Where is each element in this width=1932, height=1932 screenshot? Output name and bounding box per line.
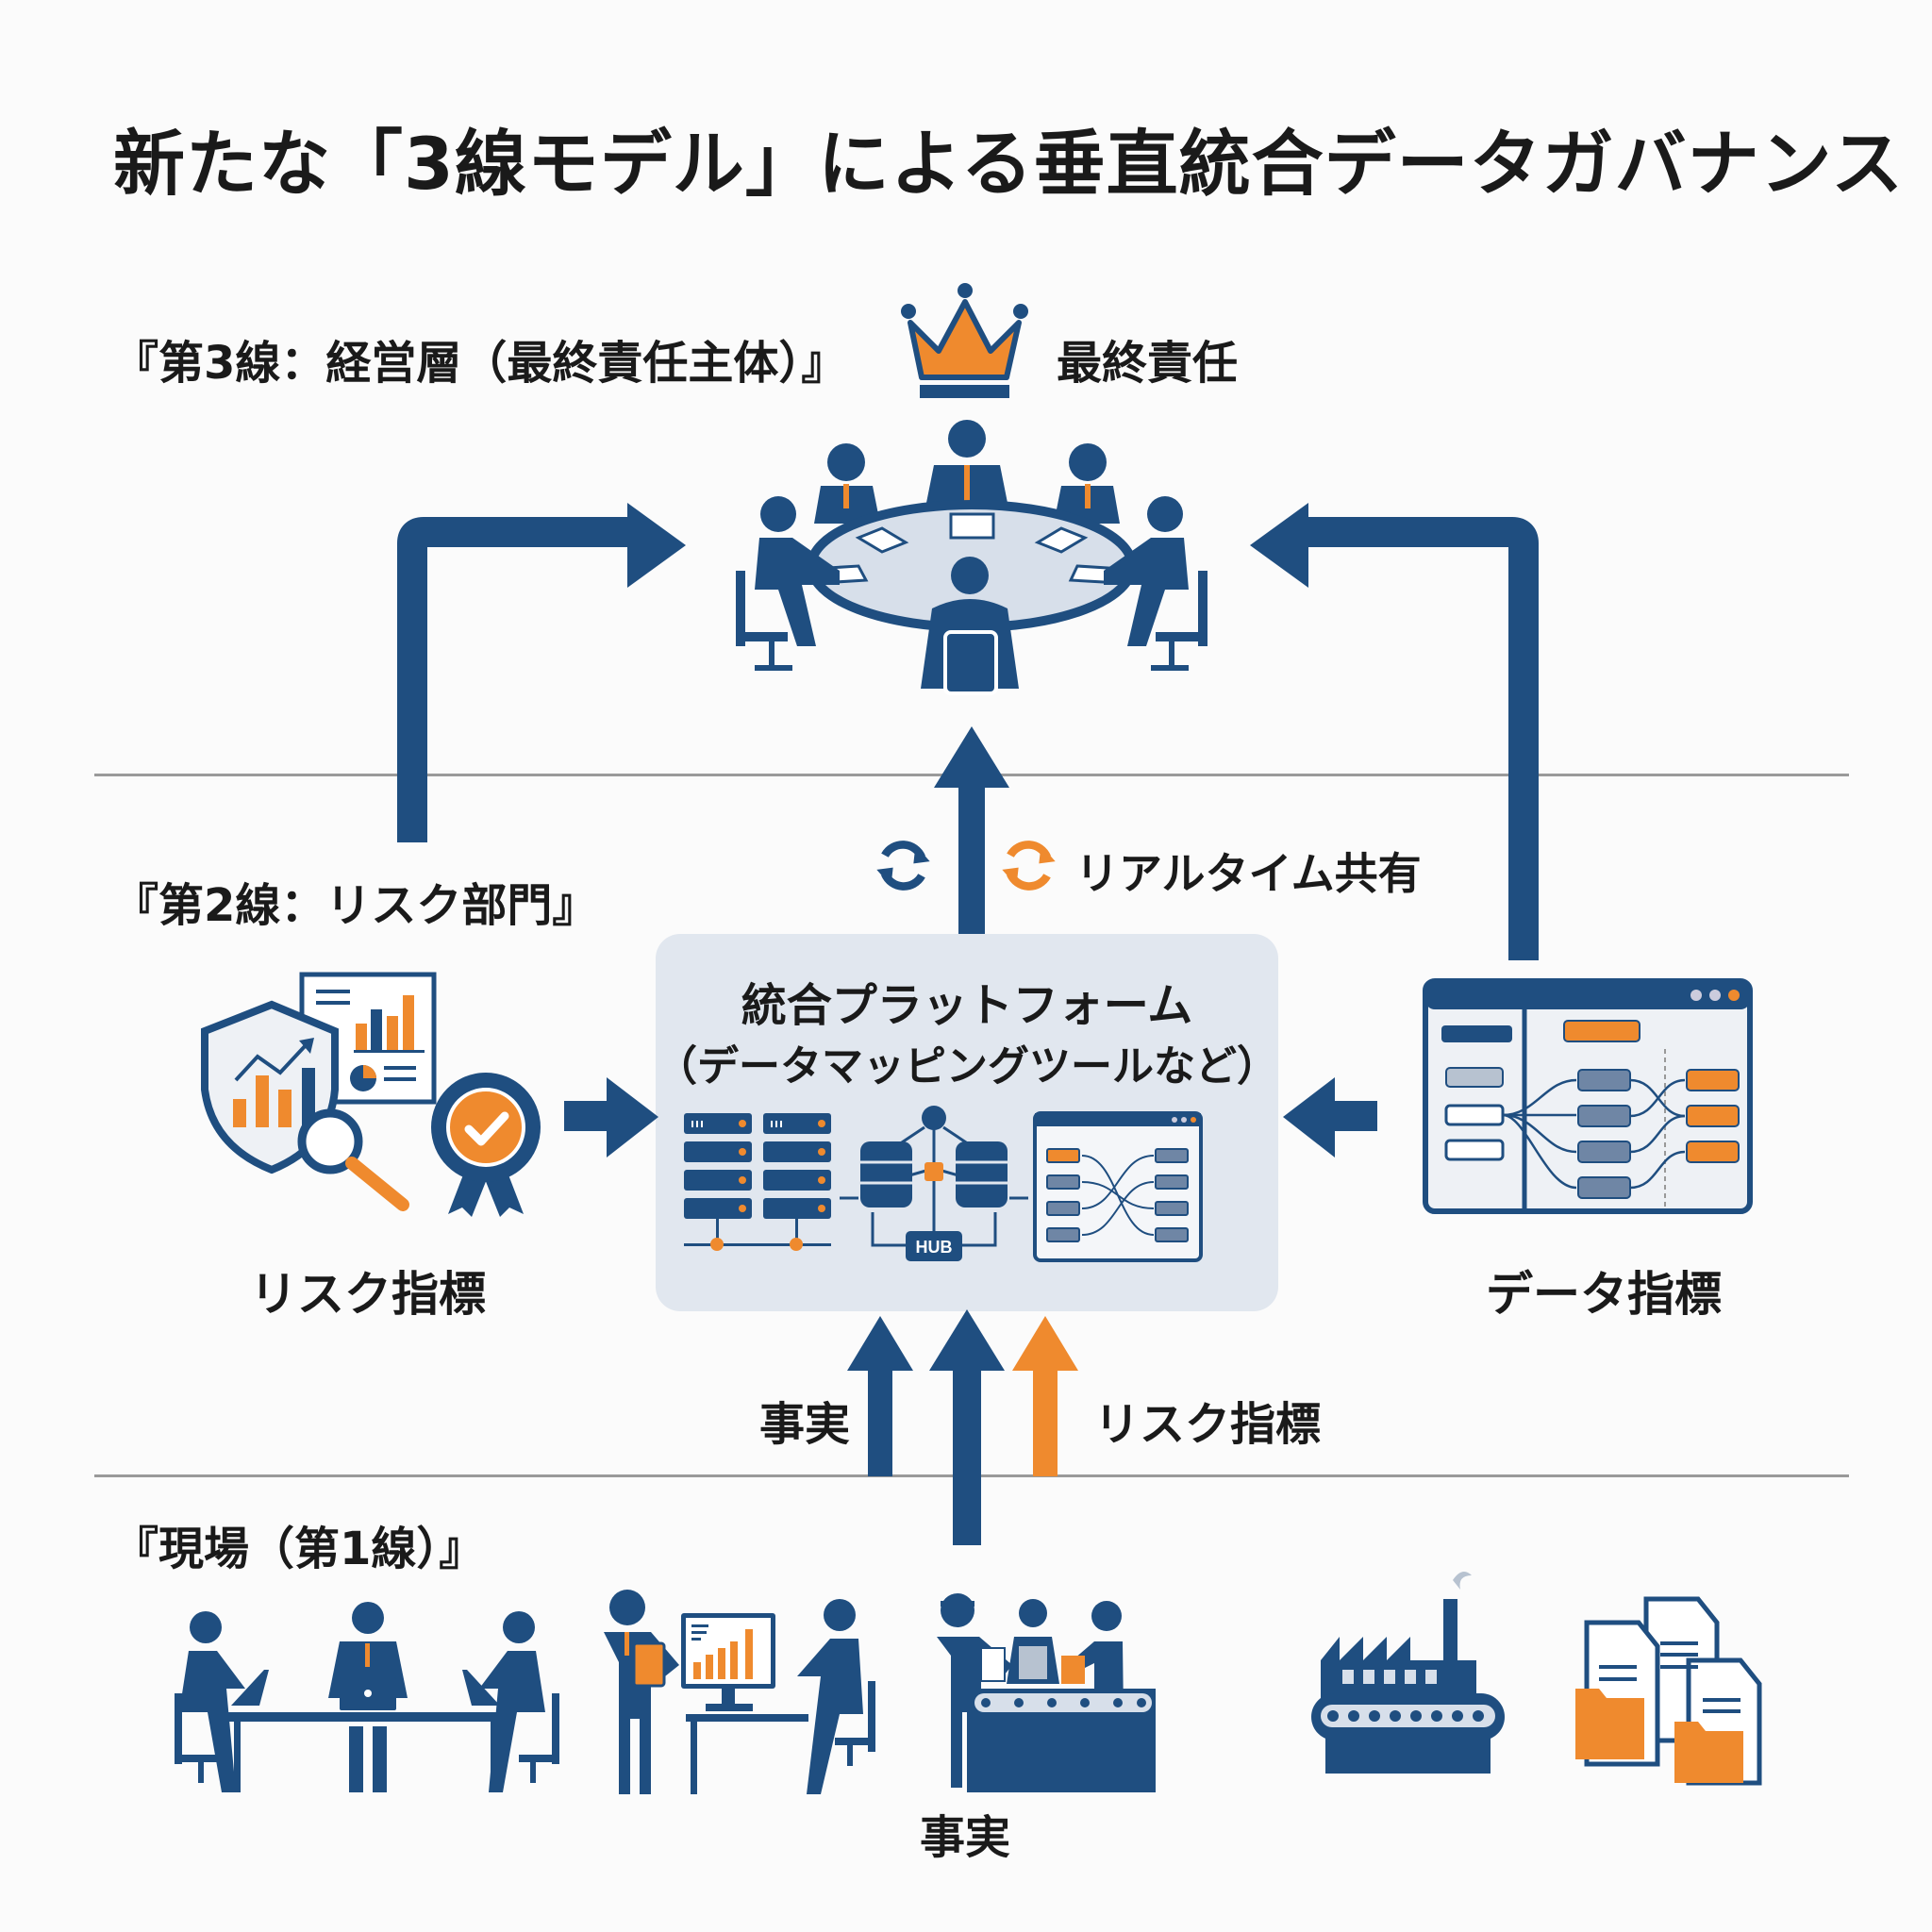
platform-to-exec-arrow — [934, 726, 1009, 934]
risk-to-platform-arrow — [564, 1077, 658, 1158]
office-worker-icon — [604, 1590, 875, 1794]
data-flow-window-icon — [1423, 978, 1753, 1214]
tier1-label: 『現場（第1線）』 — [113, 1523, 485, 1575]
realtime-share-label: リアルタイム共有 — [1075, 848, 1422, 899]
award-check-icon — [431, 1073, 541, 1217]
facts-label: 事実 — [759, 1398, 851, 1451]
data-to-exec-arrow — [1250, 503, 1539, 960]
tier3-label: 『第3線：経営層（最終責任主体）』 — [113, 337, 847, 390]
sync-icon-orange — [1002, 841, 1056, 891]
facts-arrow — [847, 1316, 913, 1476]
executive-meeting-icon — [736, 420, 1208, 695]
risk-to-exec-arrow — [397, 503, 686, 842]
risk-indicator-arrow — [1012, 1316, 1078, 1476]
risk-flow-label: リスク指標 — [1094, 1398, 1322, 1451]
hub-label: HUB — [916, 1238, 953, 1257]
data-to-platform-arrow — [1283, 1077, 1377, 1158]
risk-indicator-label: リスク指標 — [250, 1267, 486, 1322]
data-mapping-window-icon — [1033, 1111, 1203, 1262]
platform-title: 統合プラットフォーム — [741, 979, 1193, 1032]
data-indicator-label: データ指標 — [1486, 1267, 1722, 1322]
final-responsibility-label: 最終責任 — [1057, 337, 1239, 390]
factory-icon — [1311, 1572, 1505, 1774]
magnifier-icon — [297, 1108, 409, 1211]
bottom-facts-label: 事実 — [920, 1811, 1011, 1864]
database-hub-icon: HUB — [840, 1106, 1028, 1261]
server-rack-icon — [684, 1113, 831, 1251]
documents-icon — [1575, 1596, 1762, 1786]
main-facts-arrow — [929, 1309, 1005, 1545]
platform-subtitle: （データマッピングツールなど） — [656, 1042, 1278, 1091]
integrated-platform-panel: 統合プラットフォーム （データマッピングツールなど） HUB — [656, 934, 1278, 1311]
meeting-table-icon — [175, 1602, 559, 1792]
tier2-label: 『第2線：リスク部門』 — [113, 879, 598, 932]
risk-indicator-icons — [201, 972, 541, 1217]
page-title: 新たな「3線モデル」による垂直統合データガバナンス — [113, 122, 1905, 206]
sync-icon — [876, 841, 930, 891]
factory-workers-icon — [937, 1593, 1156, 1792]
crown-icon — [901, 283, 1028, 398]
